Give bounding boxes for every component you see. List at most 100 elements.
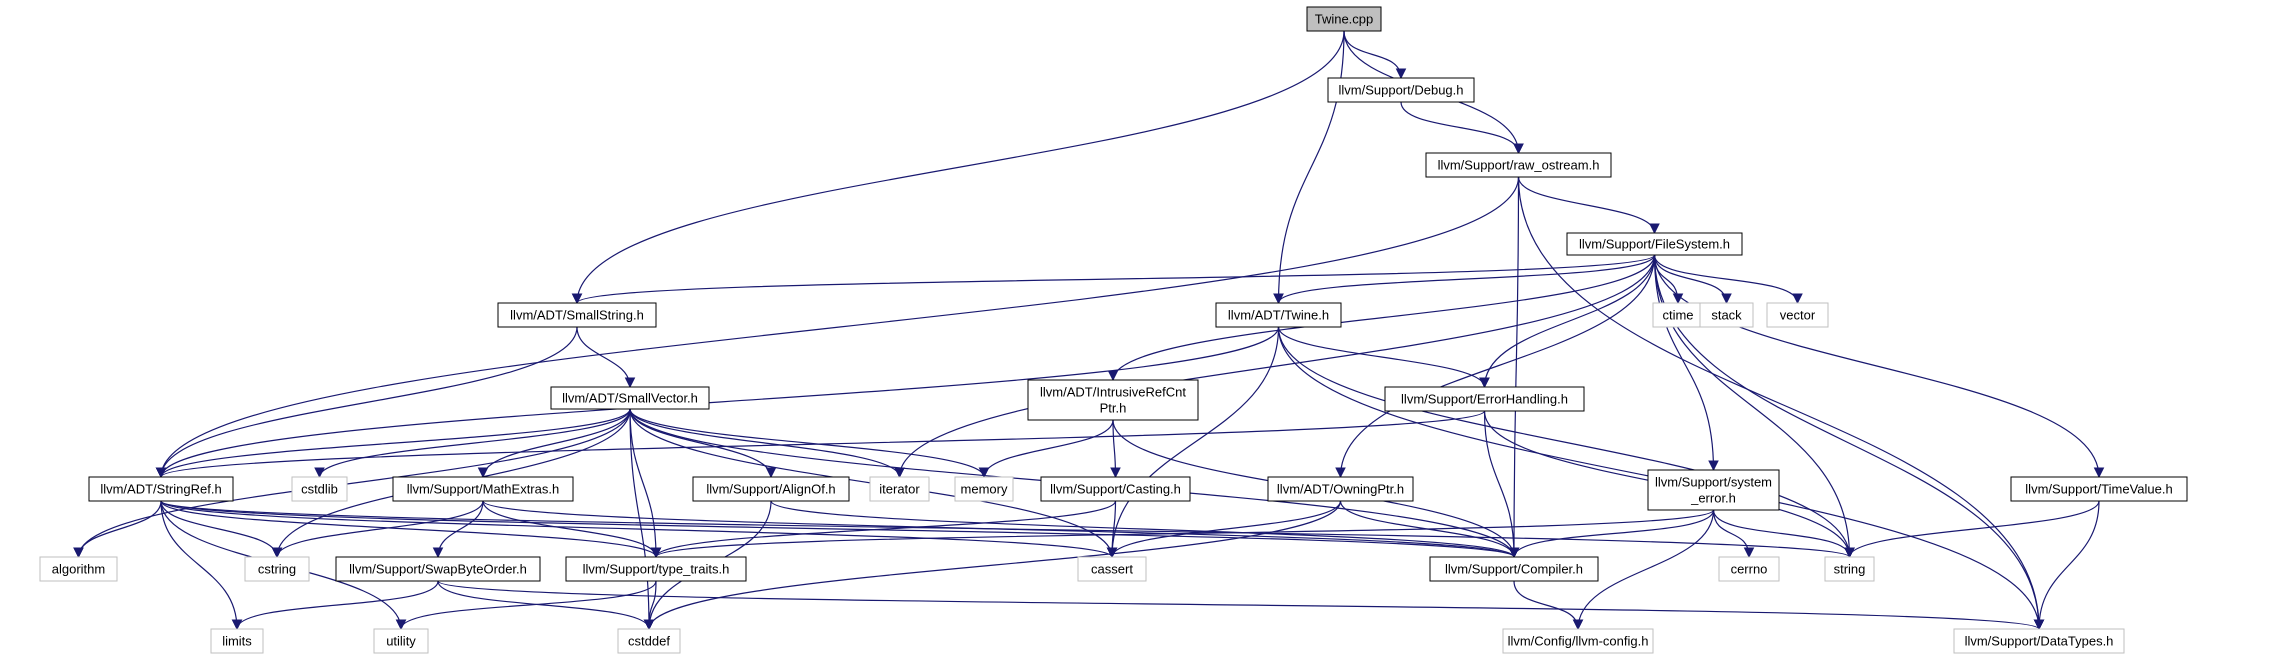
node-type-traits-h[interactable]: llvm/Support/type_traits.h: [565, 556, 747, 582]
node-raw-ostream-h[interactable]: llvm/Support/raw_ostream.h: [1425, 152, 1612, 178]
node-cerrno: cerrno: [1718, 556, 1780, 582]
node-box: [1766, 302, 1829, 328]
node-stringref-h[interactable]: llvm/ADT/StringRef.h: [88, 476, 234, 502]
node-box: [1077, 556, 1147, 582]
node-label: llvm/ADT/SmallString.h: [510, 308, 644, 323]
edge-type_traits_h-to-utility: [395, 580, 657, 631]
node-casting-h[interactable]: llvm/Support/Casting.h: [1040, 476, 1191, 502]
node-box: [1327, 77, 1475, 103]
edge-system_error_h-to-compiler_h: [1508, 509, 1715, 559]
edge-owningptr_h-to-cassert: [1106, 500, 1342, 559]
edge-filesystem_h-to-iterator: [894, 254, 1656, 479]
node-box: [497, 302, 657, 328]
node-swapbyteorder-h[interactable]: llvm/Support/SwapByteOrder.h: [335, 556, 541, 582]
node-label: string: [1834, 562, 1866, 577]
node-alignof-h[interactable]: llvm/Support/AlignOf.h: [692, 476, 850, 502]
edge-filesystem_h-to-timevalue_h: [1653, 254, 2105, 479]
node-smallvector-h[interactable]: llvm/ADT/SmallVector.h: [550, 386, 710, 410]
node-datatypes-h: llvm/Support/DataTypes.h: [1953, 628, 2125, 654]
node-label: llvm/Support/ErrorHandling.h: [1401, 392, 1568, 407]
node-owningptr-h[interactable]: llvm/ADT/OwningPtr.h: [1267, 476, 1414, 502]
edge-stringref_h-to-type_traits_h: [160, 500, 662, 559]
node-compiler-h[interactable]: llvm/Support/Compiler.h: [1429, 556, 1599, 582]
node-label: llvm/ADT/SmallVector.h: [562, 391, 698, 406]
edge-twine_h-to-stringref_h: [155, 326, 1280, 479]
edge-filesystem_h-to-owningptr_h: [1335, 254, 1656, 479]
node-timevalue-h[interactable]: llvm/Support/TimeValue.h: [2010, 476, 2188, 502]
node-label: cstddef: [628, 634, 670, 649]
node-cassert: cassert: [1077, 556, 1147, 582]
node-algorithm: algorithm: [39, 556, 118, 582]
edge-compiler_h-to-llvm_config_h: [1513, 580, 1584, 631]
node-errorhandling-h[interactable]: llvm/Support/ErrorHandling.h: [1384, 386, 1585, 412]
edge-raw_ostream_h-to-filesystem_h: [1517, 176, 1660, 235]
edge-mathextras_h-to-type_traits_h: [482, 500, 662, 559]
edge-smallvector_h-to-stringref_h: [155, 408, 631, 479]
node-box: [373, 628, 429, 654]
nodes-layer: Twine.cpp llvm/Support/Debug.h llvm/Suppor…: [39, 6, 2188, 654]
node-box: [954, 476, 1014, 502]
node-label: llvm/Support/Casting.h: [1050, 482, 1181, 497]
edge-twine_cpp-to-twine_h: [1273, 30, 1345, 305]
edges-layer: [73, 30, 2105, 631]
node-box: [1566, 232, 1743, 256]
node-box: [692, 476, 850, 502]
node-label: Twine.cpp: [1315, 12, 1374, 27]
edge-timevalue_h-to-datatypes_h: [2033, 500, 2100, 631]
node-label: llvm/Support/Debug.h: [1338, 83, 1463, 98]
node-string: string: [1824, 556, 1875, 582]
node-filesystem-h[interactable]: llvm/Support/FileSystem.h: [1566, 232, 1743, 256]
node-label: llvm/ADT/Twine.h: [1228, 308, 1329, 323]
edge-smallvector_h-to-mathextras_h: [477, 408, 631, 479]
node-box: [1384, 386, 1585, 412]
edge-raw_ostream_h-to-datatypes_h: [1517, 176, 2045, 631]
node-box: [1953, 628, 2125, 654]
edge-smallvector_h-to-type_traits_h: [629, 408, 662, 559]
edge-twine_h-to-cassert: [1106, 326, 1280, 559]
edge-mathextras_h-to-cstring: [271, 500, 484, 559]
edge-swapbyteorder_h-to-limits: [231, 580, 439, 631]
edge-system_error_h-to-string: [1712, 509, 1855, 559]
node-label: llvm/Support/raw_ostream.h: [1438, 158, 1600, 173]
node-label: cerrno: [1731, 562, 1768, 577]
node-label: cstdlib: [301, 482, 338, 497]
edge-twine_h-to-errorhandling_h: [1277, 326, 1490, 389]
node-utility: utility: [373, 628, 429, 654]
node-ctime: ctime: [1652, 302, 1704, 328]
edge-twine_cpp-to-smallstring_h: [571, 30, 1345, 305]
edge-smallvector_h-to-alignof_h: [629, 408, 777, 479]
node-label: algorithm: [52, 562, 105, 577]
edge-mathextras_h-to-compiler_h: [482, 500, 1520, 559]
edge-swapbyteorder_h-to-datatypes_h: [437, 580, 2044, 631]
edge-filesystem_h-to-vector: [1653, 254, 1803, 305]
edge-timevalue_h-to-string: [1844, 500, 2100, 559]
node-smallstring-h[interactable]: llvm/ADT/SmallString.h: [497, 302, 657, 328]
node-box: [1215, 302, 1342, 328]
node-box: [565, 556, 747, 582]
edge-filesystem_h-to-system_error_h: [1653, 254, 1719, 472]
node-debug-h[interactable]: llvm/Support/Debug.h: [1327, 77, 1475, 103]
edge-casting_h-to-cassert: [1106, 500, 1118, 559]
node-mathextras-h[interactable]: llvm/Support/MathExtras.h: [392, 476, 574, 502]
node-label: memory: [961, 482, 1008, 497]
edge-smallstring_h-to-smallvector_h: [576, 326, 636, 389]
node-vector: vector: [1766, 302, 1829, 328]
edge-intrusive_h-to-memory: [978, 419, 1114, 479]
edge-system_error_h-to-cerrno: [1712, 509, 1755, 559]
edge-casting_h-to-type_traits_h: [650, 500, 1117, 559]
node-label: llvm/Config/llvm-config.h: [1508, 634, 1649, 649]
node-box: [550, 386, 710, 410]
edge-owningptr_h-to-cstddef: [643, 500, 1342, 631]
edge-filesystem_h-to-smallstring_h: [571, 254, 1656, 305]
node-label: stack: [1711, 308, 1742, 323]
node-box: [210, 628, 264, 654]
node-label: llvm/Support/Compiler.h: [1445, 562, 1583, 577]
node-twine-h[interactable]: llvm/ADT/Twine.h: [1215, 302, 1342, 328]
edge-mathextras_h-to-swapbyteorder_h: [432, 500, 484, 559]
node-box: [1306, 6, 1382, 32]
node-system-error-h[interactable]: llvm/Support/system_error.h: [1647, 469, 1780, 511]
node-label: ctime: [1662, 308, 1693, 323]
edge-system_error_h-to-type_traits_h: [650, 509, 1715, 559]
